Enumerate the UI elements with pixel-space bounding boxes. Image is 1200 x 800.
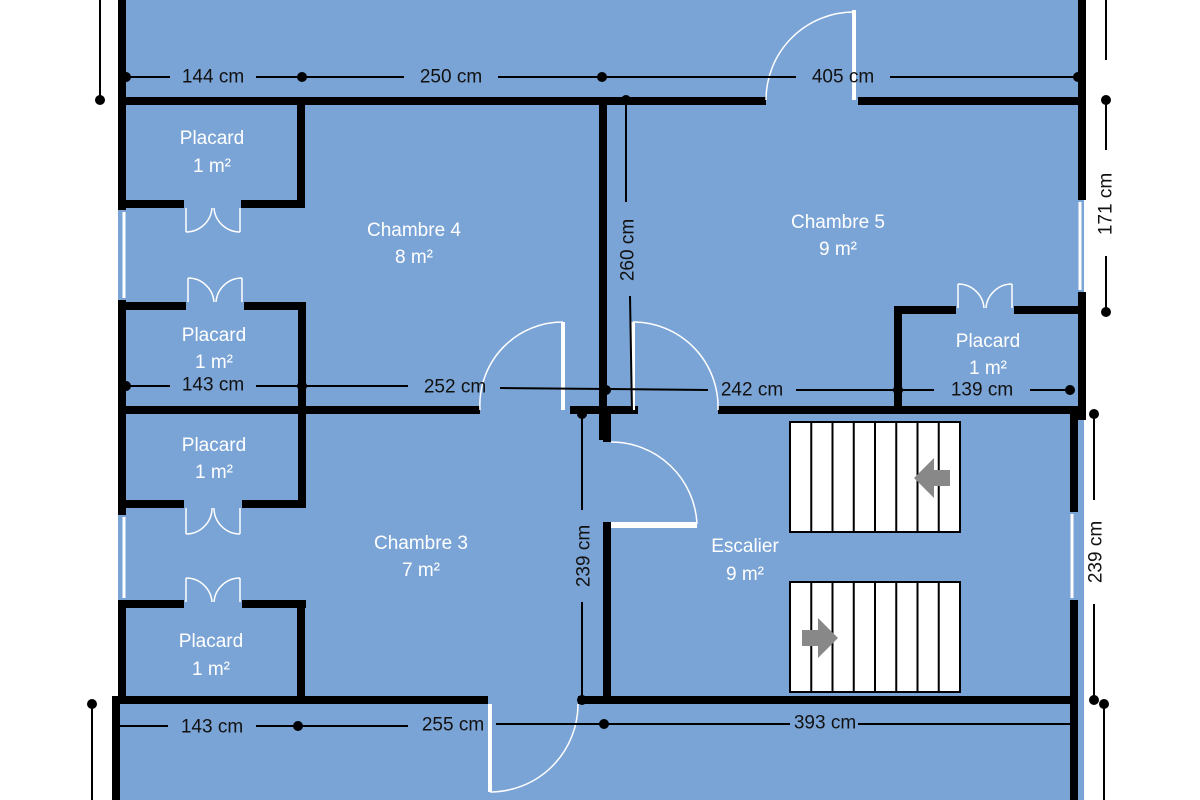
doors	[122, 10, 1082, 793]
room-name-placard-3: Placard	[182, 435, 246, 456]
dim-label-mid-252: 252 cm	[424, 377, 486, 398]
dim-label-vert-239-right: 239 cm	[1086, 521, 1107, 583]
dim-label-vert-260: 260 cm	[618, 219, 639, 281]
room-name-placard-4: Placard	[179, 631, 243, 652]
dim-label-vert-171: 171 cm	[1096, 173, 1117, 235]
room-area-escalier: 9 m²	[726, 564, 764, 585]
room-name-escalier: Escalier	[711, 536, 779, 557]
dim-label-bottom-255: 255 cm	[422, 715, 484, 736]
stair-arrow-right-icon	[802, 618, 838, 658]
room-area-placard-5: 1 m²	[969, 358, 1007, 379]
dim-label-mid-242: 242 cm	[721, 380, 783, 401]
room-area-chambre-3: 7 m²	[402, 560, 440, 581]
room-area-chambre-4: 8 m²	[395, 247, 433, 268]
dim-label-top-250: 250 cm	[420, 67, 482, 88]
room-area-placard-4: 1 m²	[192, 659, 230, 680]
stair-arrow-left-icon	[914, 458, 950, 498]
room-name-placard-5: Placard	[956, 331, 1020, 352]
dimension-lines	[91, 0, 1107, 800]
room-name-chambre-5: Chambre 5	[791, 212, 885, 233]
walls	[112, 0, 1086, 800]
dimension-dots	[87, 72, 1111, 731]
dim-label-mid-143: 143 cm	[182, 375, 244, 396]
room-name-chambre-3: Chambre 3	[374, 533, 468, 554]
room-area-placard-3: 1 m²	[195, 462, 233, 483]
dim-label-top-405: 405 cm	[812, 67, 874, 88]
dim-label-top-144: 144 cm	[182, 67, 244, 88]
room-area-chambre-5: 9 m²	[819, 239, 857, 260]
room-name-placard-1: Placard	[180, 128, 244, 149]
room-name-placard-2: Placard	[182, 325, 246, 346]
room-name-chambre-4: Chambre 4	[367, 220, 461, 241]
room-area-placard-2: 1 m²	[195, 352, 233, 373]
dim-label-bottom-143: 143 cm	[181, 717, 243, 738]
dim-label-bottom-393: 393 cm	[794, 713, 856, 734]
dim-label-vert-239-left: 239 cm	[574, 525, 595, 587]
dim-label-mid-139: 139 cm	[951, 380, 1013, 401]
room-area-placard-1: 1 m²	[193, 156, 231, 177]
